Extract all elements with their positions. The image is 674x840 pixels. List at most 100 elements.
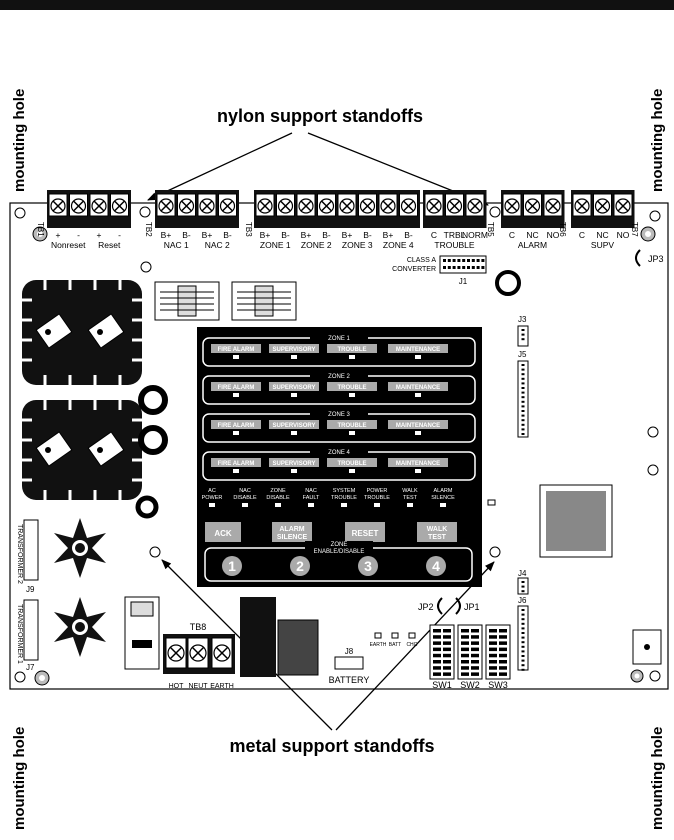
ack-button[interactable]: [205, 522, 241, 542]
header-pins: [521, 329, 525, 671]
tb3-pin-label: B-: [363, 230, 372, 240]
status-led: [407, 503, 413, 507]
status-led: [275, 503, 281, 507]
class-a-label: CLASS A: [407, 257, 437, 264]
walk-test-label-1: WALK: [427, 526, 448, 533]
jp2-label: JP2: [418, 602, 434, 612]
small-led: [487, 499, 496, 506]
tb8-pin-hot: HOT: [169, 683, 185, 690]
j9-connector: [23, 519, 39, 581]
j8-label: J8: [345, 647, 354, 656]
status-leds: ACPOWERNACDISABLEZONEDISABLENACFAULTSYST…: [202, 488, 455, 507]
zone-led-label: SUPERVISORY: [272, 385, 315, 391]
ack-button-label: ACK: [214, 529, 232, 538]
star-heatsink-upper: [54, 518, 106, 578]
tb7-pin-label: NO: [617, 230, 630, 240]
status-label: POWER: [202, 495, 223, 501]
tb5-group-label: TROUBLE: [434, 240, 474, 250]
tb6-pin-label: NO: [547, 230, 560, 240]
zone-enable-button-label: 1: [228, 558, 236, 574]
status-label: AC: [208, 488, 216, 494]
zone-enable-button-1[interactable]: [222, 556, 242, 576]
mounting-hole-label-tl: mounting hole: [11, 89, 28, 192]
zone-led-label: TROUBLE: [338, 423, 367, 429]
tb3-pin-label: B+: [301, 230, 312, 240]
tb6-group-label: ALARM: [518, 240, 547, 250]
tb2-group-label: NAC 1: [164, 240, 189, 250]
jp3-label: JP3: [648, 254, 664, 264]
zone-led-label: MAINTENANCE: [396, 347, 440, 353]
arrow-metal-right: [335, 561, 495, 731]
status-label: ZONE: [270, 488, 286, 494]
zone-enable-button-label: 2: [296, 558, 304, 574]
transformer1-label: TRANSFORMER 1: [16, 604, 23, 664]
j8-connector: [334, 656, 364, 670]
zone-led-label: TROUBLE: [338, 385, 367, 391]
dip-switches: [429, 624, 511, 680]
chg-led-label: CHG: [406, 642, 417, 648]
zone-enable-buttons: 1 2 3 4: [222, 556, 446, 576]
zone-title: ZONE 2: [328, 374, 350, 380]
converter-label: CONVERTER: [392, 266, 436, 273]
zone-led-label: TROUBLE: [338, 461, 367, 467]
status-label: FAULT: [303, 495, 320, 501]
tb3-group-label: ZONE 1: [260, 240, 291, 250]
terminal-tb7: [571, 190, 635, 228]
relay-small: [277, 619, 319, 676]
walk-test-button[interactable]: [417, 522, 457, 542]
star-heatsink-lower: [54, 597, 106, 657]
tb8-terminal: [163, 634, 235, 674]
alarm-silence-label-2: SILENCE: [277, 534, 308, 541]
buzzer-ring: [495, 270, 521, 296]
terminal-tb5: [423, 190, 487, 228]
tb3-pin-label: B-: [404, 230, 413, 240]
alarm-silence-label-1: ALARM: [279, 526, 304, 533]
status-label: DISABLE: [266, 495, 290, 501]
nylon-standoff-left: [139, 206, 151, 218]
alarm-silence-button[interactable]: [272, 522, 312, 542]
mounting-holes: [14, 196, 661, 686]
zone-enable-button-label: 3: [364, 558, 372, 574]
terminal-tb1: [47, 190, 131, 228]
relay-large: [240, 597, 276, 677]
status-led: [209, 503, 215, 507]
status-led: [341, 503, 347, 507]
zone-led-label: FIRE ALARM: [218, 423, 255, 429]
zone-enable-button-label: 4: [432, 558, 440, 574]
tb2-pin-label: B-: [223, 230, 232, 240]
tb5-pin-label: TRBL: [444, 230, 466, 240]
tb3-pin-label: B-: [322, 230, 331, 240]
status-label: POWER: [367, 488, 388, 494]
tb1-group-label: Nonreset: [51, 240, 86, 250]
jp1-label: JP1: [464, 602, 480, 612]
heatsink-lower: [22, 400, 142, 500]
transformer2-label: TRANSFORMER 2: [16, 524, 23, 584]
jp1-jumper: [455, 597, 461, 615]
nylon-standoff-right: [489, 206, 501, 218]
tb2-pin-label: B-: [182, 230, 191, 240]
zone-rows: ZONE 1 FIRE ALARM SUPERVISORY TROUBLE MAINTE…: [202, 333, 476, 481]
zone-enable-button-3[interactable]: [358, 556, 378, 576]
sw2-label: SW2: [460, 680, 480, 690]
status-label: TROUBLE: [331, 495, 357, 501]
zone-enable-button-4[interactable]: [426, 556, 446, 576]
tb8-pin-neut: NEUT: [188, 683, 208, 690]
zone-enable-button-2[interactable]: [290, 556, 310, 576]
tb3-group-label: ZONE 3: [342, 240, 373, 250]
status-label: NAC: [305, 488, 317, 494]
zone-title: ZONE 1: [328, 336, 350, 342]
jp3-jumper: [635, 249, 641, 267]
earth-batt-chg-leds: [374, 632, 416, 639]
zone-title: ZONE 3: [328, 412, 350, 418]
sw3-label: SW3: [488, 680, 508, 690]
fuse-holder: [124, 596, 160, 670]
ring-component-3: [135, 495, 159, 519]
reset-button[interactable]: [345, 522, 385, 542]
tb7-label: TB7: [630, 222, 639, 237]
zone-led-label: TROUBLE: [338, 347, 367, 353]
zone-led-label: MAINTENANCE: [396, 385, 440, 391]
j6-label: J6: [518, 596, 527, 605]
